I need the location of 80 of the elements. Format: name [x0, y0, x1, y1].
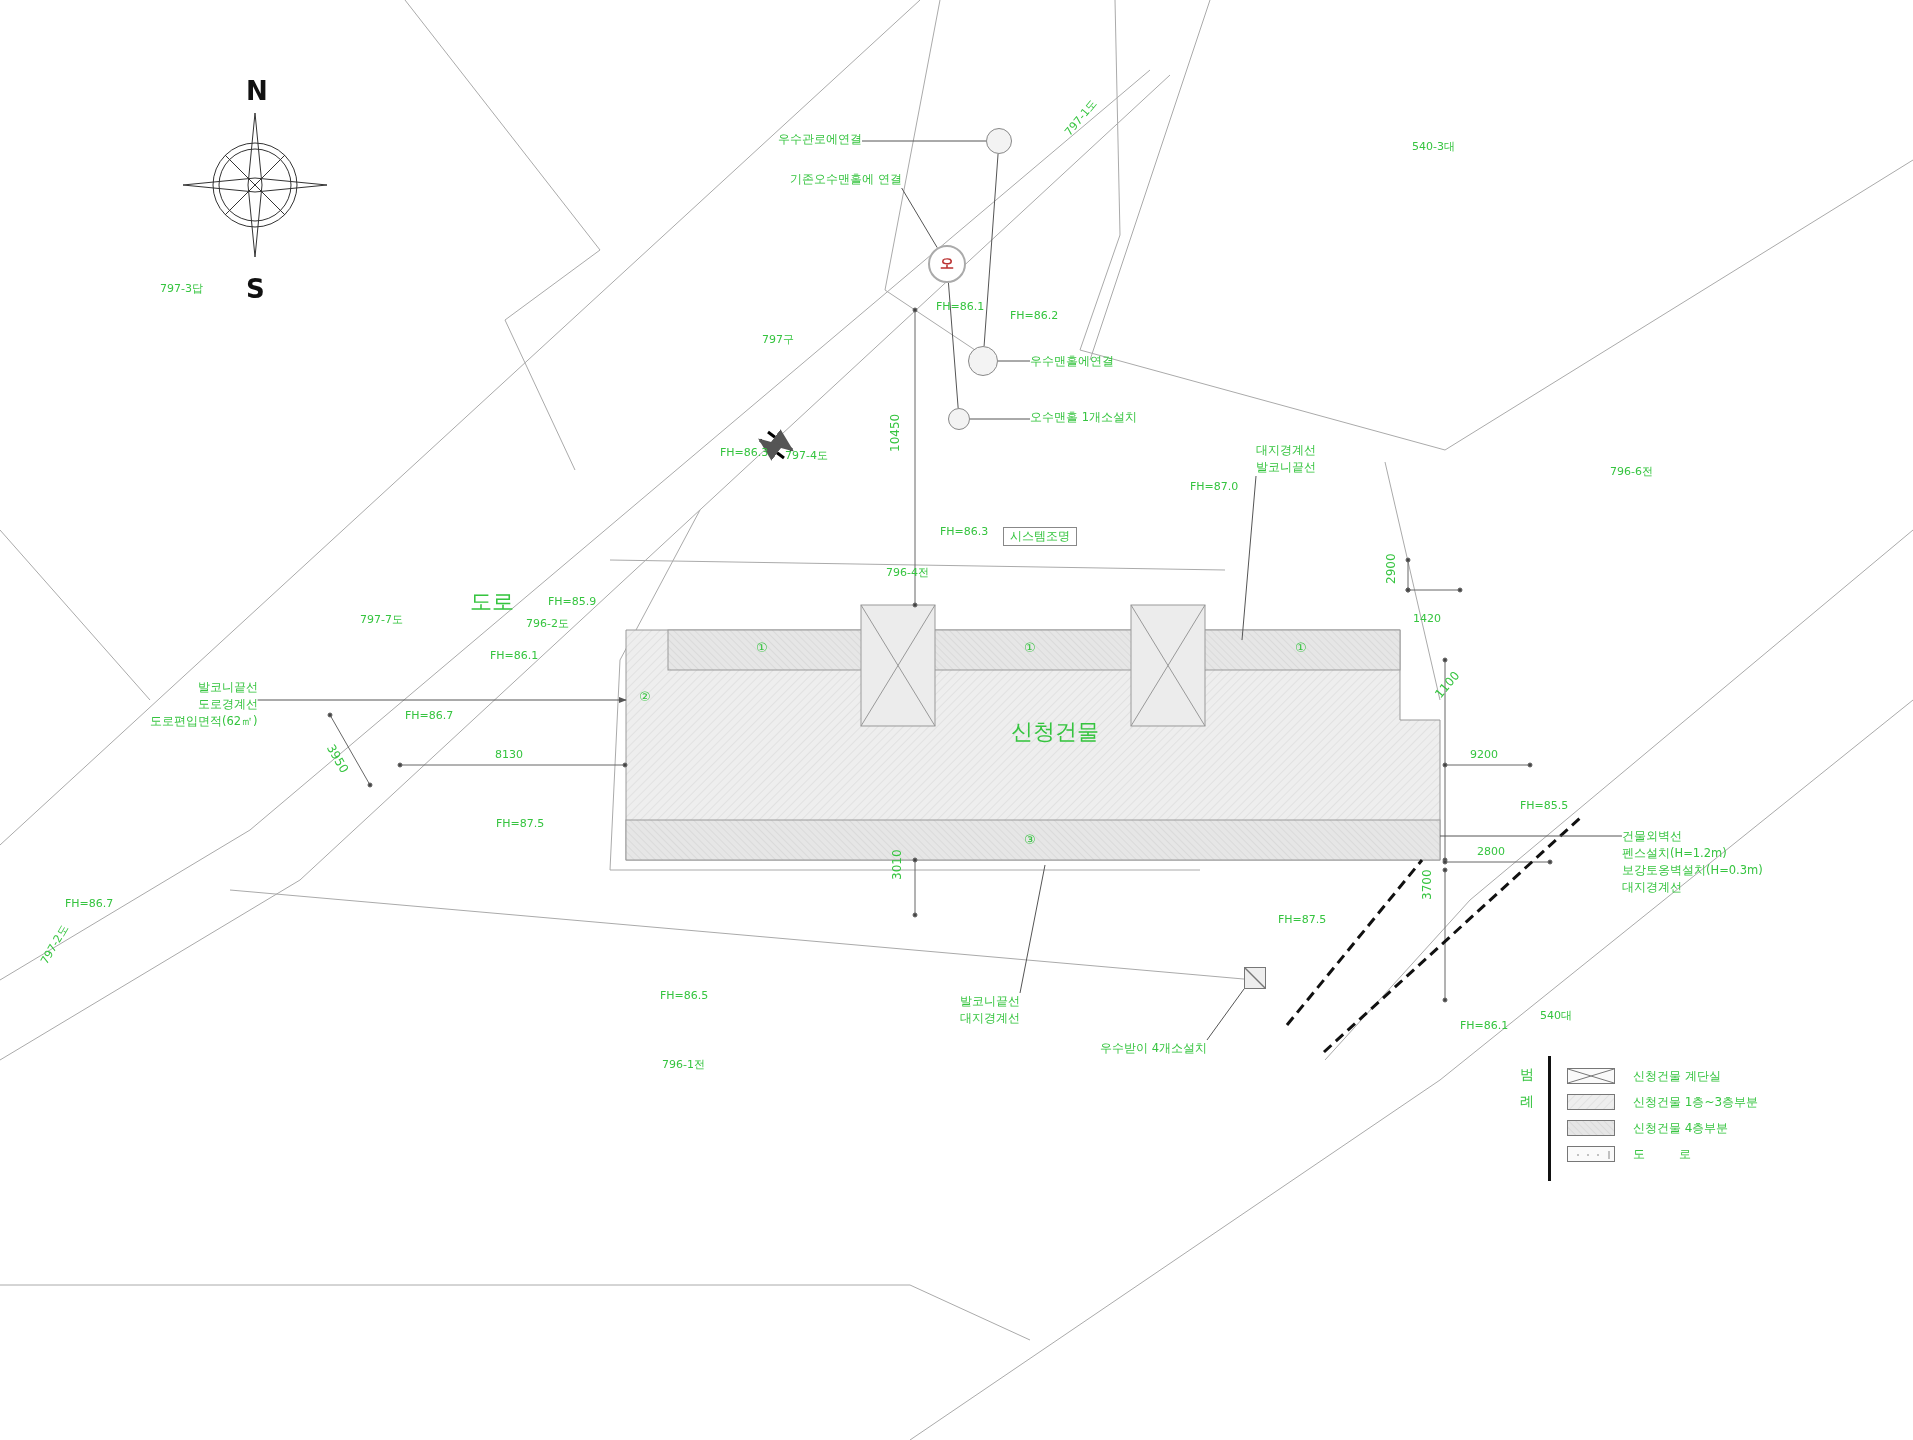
building-label: 신청건물 [1011, 718, 1099, 746]
callout-number: ② [639, 689, 651, 706]
map-label: 796-6전 [1610, 465, 1653, 479]
dimension-value: 9200 [1470, 748, 1498, 762]
map-label: FH=87.5 [496, 817, 545, 831]
callout-label: 발코니끝선 [1256, 459, 1316, 476]
dimension-value: 2800 [1477, 845, 1505, 859]
road-label: 도로 [470, 588, 514, 616]
callout-label: 펜스설치(H=1.2m) [1622, 845, 1728, 862]
map-label: FH=86.3 [720, 446, 769, 460]
leader-line [1241, 475, 1257, 641]
north-label: N [246, 75, 268, 108]
map-label: FH=86.2 [1010, 309, 1059, 323]
manhole-symbol [948, 408, 970, 430]
callout-label: 오수맨홀 1개소설치 [1030, 409, 1137, 426]
callout-label: 보강토옹벽설치(H=0.3m) [1622, 862, 1763, 879]
map-label: FH=86.1 [490, 649, 539, 663]
callout-label: 도로편입면적(62㎡) [150, 713, 258, 730]
callout-label: 우수받이 4개소설치 [1100, 1040, 1207, 1057]
map-label: 797-3답 [160, 282, 203, 296]
leader-line [997, 360, 1031, 362]
pipe-line [983, 153, 999, 347]
callout-number: ① [756, 640, 768, 657]
legend-label: 신청건물 4층부분 [1633, 1121, 1729, 1136]
map-label: 797-7도 [360, 613, 403, 627]
map-label: 797구 [762, 333, 794, 347]
legend-label: 도 로 [1633, 1147, 1691, 1162]
map-label: 796-1전 [662, 1058, 705, 1072]
leader-line [1206, 988, 1245, 1041]
leader-arrow [257, 696, 627, 704]
legend-title: 범 [1520, 1066, 1534, 1084]
map-label: 797-4도 [785, 449, 828, 463]
map-label: FH=86.1 [1460, 1019, 1509, 1033]
callout-label: 발코니끝선 [196, 679, 258, 696]
callout-label: 대지경계선 [1256, 442, 1316, 459]
map-label: 540대 [1540, 1009, 1572, 1023]
map-label: FH=86.7 [405, 709, 454, 723]
catch-basin-symbol [1244, 967, 1266, 989]
leader-line [861, 140, 987, 142]
legend-label: 신청건물 1층~3층부분 [1633, 1095, 1759, 1110]
callout-label: 대지경계선 [1622, 879, 1683, 896]
legend-label: 신청건물 계단실 [1633, 1069, 1721, 1084]
callout-label: 기존오수맨홀에 연결 [790, 171, 902, 188]
callout-label: 대지경계선 [960, 1010, 1020, 1027]
map-label: FH=86.5 [660, 989, 709, 1003]
dimension-value: 3010 [890, 849, 905, 880]
south-label: S [246, 273, 265, 306]
map-label: FH=87.0 [1190, 480, 1239, 494]
dimension-value: 8130 [495, 748, 523, 762]
map-label: FH=86.3 [940, 525, 989, 539]
map-label: FH=85.5 [1520, 799, 1569, 813]
callout-label: 우수맨홀에연결 [1030, 353, 1114, 370]
sign-label: 시스템조명 [1003, 527, 1077, 546]
callout-label: 발코니끝선 [960, 993, 1020, 1010]
dimension-value: 10450 [888, 413, 903, 452]
callout-label: 도로경계선 [196, 696, 258, 713]
dimension-value: 1420 [1413, 612, 1441, 626]
legend-title: 례 [1520, 1093, 1534, 1111]
map-label: 796-2도 [526, 617, 569, 631]
map-label: 540-3대 [1412, 140, 1455, 154]
manhole-symbol [968, 346, 998, 376]
leader-line [1439, 835, 1623, 837]
map-label: FH=86.1 [936, 300, 985, 314]
leader-line [901, 187, 938, 249]
leader-line [969, 418, 1031, 420]
map-label: 796-4전 [886, 566, 929, 580]
leader-line [1019, 864, 1046, 994]
map-label: FH=85.9 [548, 595, 597, 609]
sewer-manhole-symbol: 오 [928, 245, 966, 283]
manhole-symbol [986, 128, 1012, 154]
pipe-line [947, 282, 959, 409]
callout-number: ① [1295, 640, 1307, 657]
callout-number: ③ [1024, 832, 1036, 849]
callout-number: ① [1024, 640, 1036, 657]
dimension-value: 3700 [1420, 869, 1435, 900]
callout-label: 우수관로에연결 [778, 131, 862, 148]
callout-label: 건물외벽선 [1622, 828, 1683, 845]
dimension-value: 2900 [1384, 553, 1399, 584]
map-label: FH=86.7 [65, 897, 114, 911]
map-label: FH=87.5 [1278, 913, 1327, 927]
